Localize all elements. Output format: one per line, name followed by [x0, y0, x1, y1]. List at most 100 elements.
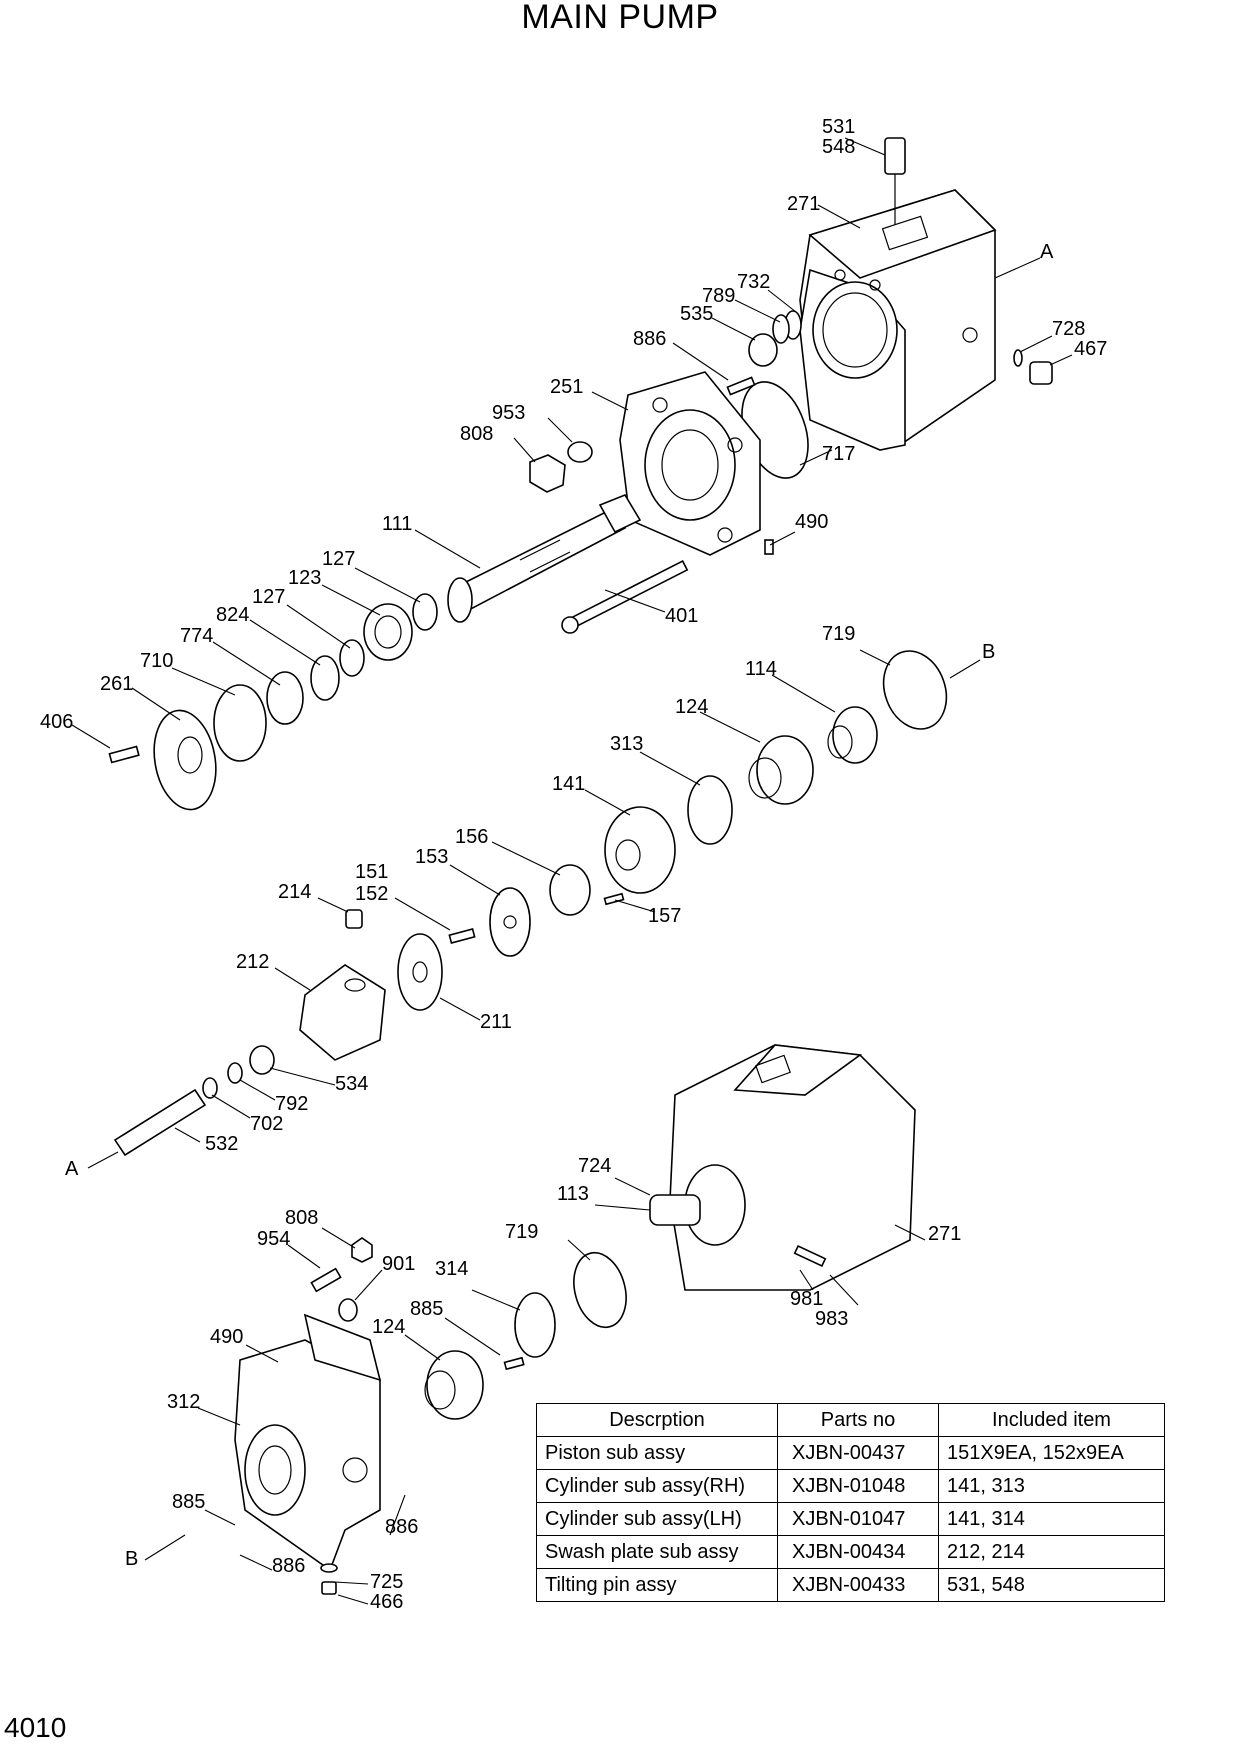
table-row: Cylinder sub assy(LH) XJBN-01047 141, 31…	[536, 1502, 1165, 1536]
spline-coupling-124-lower	[424, 1350, 484, 1420]
callout-710: 710	[140, 650, 173, 672]
callout-901: 901	[382, 1253, 415, 1275]
callout-A: A	[65, 1158, 79, 1180]
pump-housing-upper	[799, 189, 997, 451]
parts-table-header: Descrption Parts no Included item	[536, 1403, 1165, 1437]
callout-532: 532	[205, 1133, 238, 1155]
pin-157	[603, 892, 625, 906]
spline-coupling-124	[748, 735, 814, 805]
callout-824: 824	[216, 604, 249, 626]
header-included-item: Included item	[938, 1403, 1165, 1437]
callout-406: 406	[40, 711, 73, 733]
callout-314: 314	[435, 1258, 468, 1280]
callout-153: 153	[415, 846, 448, 868]
nut-808-lower	[351, 1237, 373, 1263]
callout-B: B	[982, 641, 995, 663]
callout-313: 313	[610, 733, 643, 755]
cell-parts-no: XJBN-01047	[777, 1502, 939, 1536]
pin-885-upper	[503, 1356, 525, 1371]
bearing-123	[363, 603, 413, 661]
o-ring-719-lower	[573, 1251, 627, 1329]
tilting-pin-531	[884, 137, 906, 225]
cell-included-item: 151X9EA, 152x9EA	[938, 1436, 1165, 1470]
callouts: 531 548 271 A 732 789 535 728 467 886 25…	[40, 116, 1107, 1613]
callout-719: 719	[505, 1221, 538, 1243]
valve-plate-314	[514, 1292, 556, 1358]
callout-124: 124	[372, 1316, 405, 1338]
callout-113: 113	[557, 1183, 589, 1205]
callout-535: 535	[680, 303, 713, 325]
plug-467	[1013, 349, 1053, 385]
callout-534: 534	[335, 1073, 368, 1095]
nut-808	[529, 441, 593, 493]
cell-included-item: 531, 548	[938, 1568, 1165, 1602]
snap-ring-127	[339, 593, 438, 677]
cell-included-item: 141, 313	[938, 1469, 1165, 1503]
stopper-534	[249, 1045, 275, 1075]
bolt-401	[561, 559, 689, 634]
tilting-bushing-214	[345, 909, 363, 929]
callout-214: 214	[278, 881, 311, 903]
port-block-312	[234, 1313, 382, 1572]
valve-block-251	[619, 371, 761, 556]
callout-885: 885	[410, 1298, 443, 1320]
callout-157: 157	[648, 905, 681, 927]
callout-466: 466	[370, 1591, 403, 1613]
callout-792: 792	[275, 1093, 308, 1115]
callout-886: 886	[633, 328, 666, 350]
parts-table: Descrption Parts no Included item Piston…	[536, 1403, 1165, 1602]
page-title: MAIN PUMP	[521, 0, 719, 36]
callout-401: 401	[665, 605, 698, 627]
cell-included-item: 212, 214	[938, 1535, 1165, 1569]
callout-114: 114	[745, 658, 777, 680]
valve-plate-313	[687, 775, 733, 845]
callout-261: 261	[100, 673, 133, 695]
page-number: 4010	[4, 1712, 67, 1743]
pin-490	[764, 539, 774, 555]
callout-152: 152	[355, 883, 388, 905]
callout-151: 151	[355, 861, 388, 883]
cell-parts-no: XJBN-00437	[777, 1436, 939, 1470]
pin-886	[726, 376, 756, 396]
callout-886: 886	[385, 1516, 418, 1538]
callout-111: 111	[382, 513, 412, 535]
pump-housing-lower	[649, 1044, 916, 1291]
cell-description: Cylinder sub assy(LH)	[536, 1502, 778, 1536]
screw-954	[310, 1267, 342, 1293]
callout-212: 212	[236, 951, 269, 973]
table-row: Piston sub assy XJBN-00437 151X9EA, 152x…	[536, 1436, 1165, 1470]
retainer-plate-153	[489, 887, 531, 957]
header-parts-no: Parts no	[777, 1403, 939, 1437]
cell-description: Tilting pin assy	[536, 1568, 778, 1602]
spacer-824	[310, 655, 340, 701]
callout-A: A	[1040, 241, 1054, 263]
leader-lines	[71, 137, 1073, 1605]
callout-124: 124	[675, 696, 708, 718]
callout-885: 885	[172, 1491, 205, 1513]
table-row: Cylinder sub assy(RH) XJBN-01048 141, 31…	[536, 1469, 1165, 1503]
piston-151-152	[448, 928, 476, 944]
callout-467: 467	[1074, 338, 1107, 360]
callout-728: 728	[1052, 318, 1085, 340]
callout-531: 531	[822, 116, 855, 138]
bolt-406	[108, 745, 140, 764]
callout-271: 271	[928, 1223, 961, 1245]
seal-set-732-789	[748, 310, 802, 367]
callout-127: 127	[322, 548, 355, 570]
callout-548: 548	[822, 136, 855, 158]
callout-490: 490	[210, 1326, 243, 1348]
callout-127: 127	[252, 586, 285, 608]
callout-808: 808	[460, 423, 493, 445]
callout-725: 725	[370, 1571, 403, 1593]
callout-717: 717	[822, 443, 855, 465]
o-ring-710	[213, 684, 267, 762]
drive-shaft-111	[447, 494, 642, 623]
cell-description: Cylinder sub assy(RH)	[536, 1469, 778, 1503]
o-ring-719-upper	[882, 650, 948, 730]
cell-parts-no: XJBN-00433	[777, 1568, 939, 1602]
callout-156: 156	[455, 826, 488, 848]
callout-271: 271	[787, 193, 820, 215]
spherical-bushing-156	[549, 864, 591, 916]
cylinder-block-141	[604, 806, 676, 894]
callout-981: 981	[790, 1288, 823, 1310]
